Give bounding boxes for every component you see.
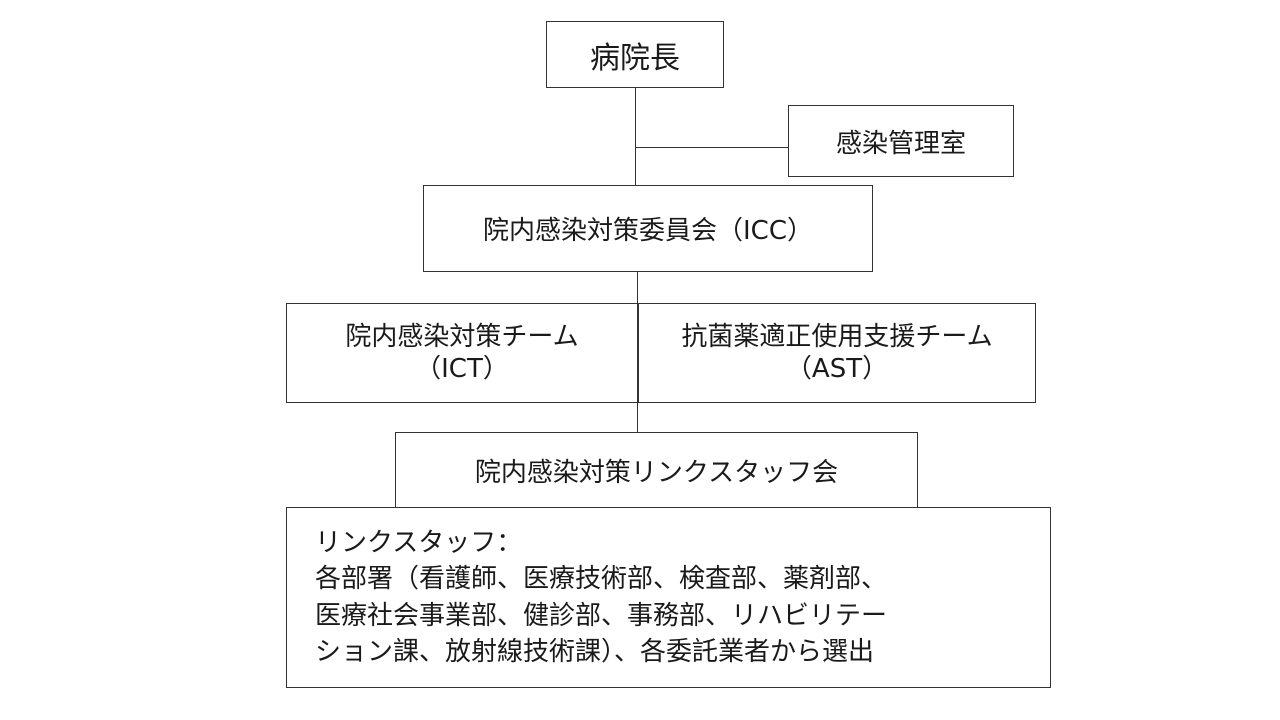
connector-director-icc: [635, 88, 636, 185]
connector-office: [635, 147, 788, 148]
ict-label-line2: （ICT）: [415, 354, 509, 384]
icc-label: 院内感染対策委員会（ICC）: [483, 216, 813, 246]
link-staff-box: リンクスタッフ： 各部署（看護師、医療技術部、検査部、薬剤部、 医療社会事業部、…: [286, 507, 1051, 688]
ast-label-line1: 抗菌薬適正使用支援チーム: [681, 321, 993, 352]
link-staff-text: リンクスタッフ： 各部署（看護師、医療技術部、検査部、薬剤部、 医療社会事業部、…: [287, 525, 887, 671]
infection-office-box: 感染管理室: [788, 105, 1014, 177]
link-staff-line: 医療社会事業部、健診部、事務部、リハビリテー: [315, 600, 888, 631]
ast-box: 抗菌薬適正使用支援チーム （AST）: [638, 303, 1036, 403]
icc-box: 院内感染対策委員会（ICC）: [423, 185, 873, 272]
link-staff-line: ション課、放射線技術課）、各委託業者から選出: [315, 636, 875, 667]
link-staff-meeting-box: 院内感染対策リンクスタッフ会: [395, 432, 918, 508]
ict-label-line1: 院内感染対策チーム: [345, 321, 579, 352]
infection-office-label: 感染管理室: [835, 128, 966, 159]
link-staff-line: 各部署（看護師、医療技術部、検査部、薬剤部、: [315, 564, 888, 595]
director-box: 病院長: [546, 21, 724, 88]
director-label: 病院長: [590, 40, 680, 76]
link-staff-meeting-label: 院内感染対策リンクスタッフ会: [474, 457, 839, 488]
ast-label-line2: （AST）: [785, 354, 889, 384]
ict-box: 院内感染対策チーム （ICT）: [286, 303, 638, 403]
link-staff-line: リンクスタッフ：: [315, 527, 523, 558]
